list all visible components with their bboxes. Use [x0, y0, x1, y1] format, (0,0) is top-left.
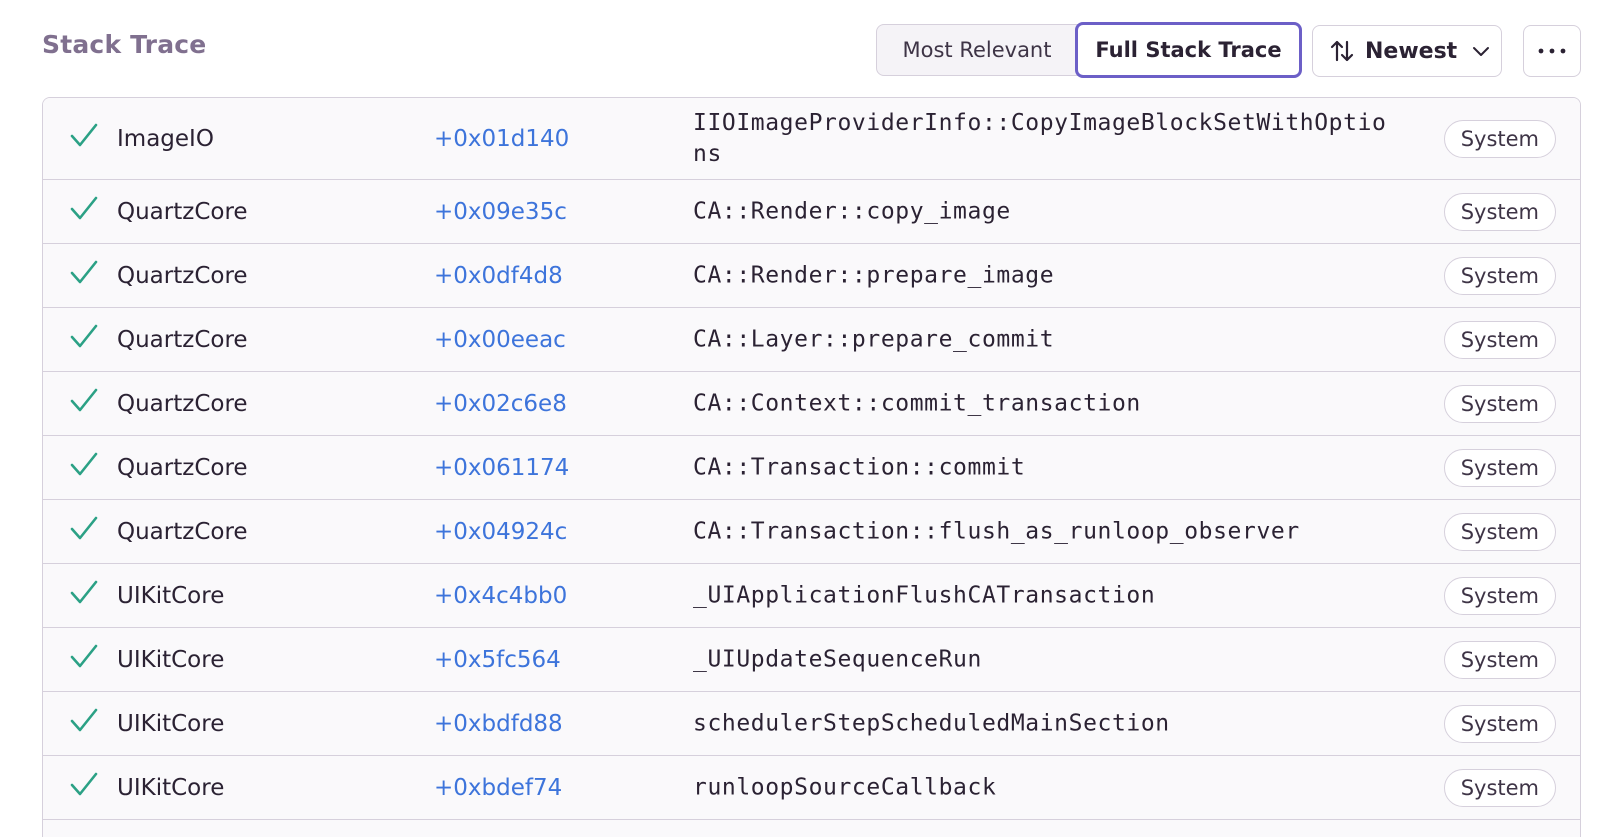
stack-frame-row[interactable]: QuartzCore +0x04924c CA::Transaction::fl… [43, 500, 1580, 564]
frame-address: +0x04924c [434, 518, 568, 545]
system-badge: System [1443, 768, 1556, 807]
stack-frame-row[interactable]: QuartzCore +0x02c6e8 CA::Context::commit… [43, 372, 1580, 436]
chevron-down-icon [1473, 47, 1490, 56]
frame-package: UIKitCore [117, 646, 225, 673]
frame-address: +0x09e35c [434, 198, 567, 225]
frame-package: QuartzCore [117, 198, 248, 225]
system-badge: System [1443, 576, 1556, 615]
system-badge: System [1443, 384, 1556, 423]
frame-function: _UIApplicationFlushCATransaction [693, 582, 1156, 608]
system-badge: System [1443, 192, 1556, 231]
check-icon [70, 324, 98, 347]
frame-package: UIKitCore [117, 582, 225, 609]
frame-package: QuartzCore [117, 454, 248, 481]
stack-frame-row[interactable]: UIKitCore +0xbdfd88 schedulerStepSchedul… [43, 692, 1580, 756]
frame-address: +0xbdef74 [434, 774, 563, 801]
section-title: Stack Trace [42, 30, 207, 59]
frame-package: QuartzCore [117, 326, 248, 353]
check-icon [70, 708, 98, 731]
check-icon [70, 644, 98, 667]
frame-package: UIKitCore [117, 710, 225, 737]
frame-address: +0x061174 [434, 454, 570, 481]
frame-function: runloopSourceCallback [693, 774, 997, 800]
check-icon [70, 516, 98, 539]
stack-frame-list: ImageIO +0x01d140 IIOImageProviderInfo::… [42, 97, 1581, 837]
frame-address: +0x02c6e8 [434, 390, 567, 417]
stack-frame-row[interactable]: QuartzCore +0x0df4d8 CA::Render::prepare… [43, 244, 1580, 308]
frame-package: UIKitCore [117, 774, 225, 801]
check-icon [70, 580, 98, 603]
system-badge: System [1443, 704, 1556, 743]
frame-package: QuartzCore [117, 390, 248, 417]
system-badge: System [1443, 448, 1556, 487]
frame-function: CA::Context::commit_transaction [693, 390, 1141, 416]
frame-function: CA::Render::prepare_image [693, 262, 1055, 288]
more-options-button[interactable] [1523, 25, 1581, 77]
frame-address: +0x00eeac [434, 326, 566, 353]
frame-address: +0x5fc564 [434, 646, 561, 673]
stack-trace-header: Stack Trace Most Relevant Full Stack Tra… [0, 0, 1614, 98]
stack-frame-row[interactable]: UIKitCore +0x4c4bb0 _UIApplicationFlushC… [43, 564, 1580, 628]
frame-address: +0xbdfd88 [434, 710, 563, 737]
system-badge: System [1443, 256, 1556, 295]
frame-function: schedulerStepScheduledMainSection [693, 710, 1170, 736]
system-badge: System [1443, 640, 1556, 679]
stack-frame-row[interactable]: ImageIO +0x01d140 IIOImageProviderInfo::… [43, 98, 1580, 180]
stack-frame-row[interactable]: QuartzCore +0x061174 CA::Transaction::co… [43, 436, 1580, 500]
check-icon [70, 123, 98, 146]
frame-package: QuartzCore [117, 262, 248, 289]
check-icon [70, 260, 98, 283]
stack-frame-row[interactable]: QuartzCore +0x09e35c CA::Render::copy_im… [43, 180, 1580, 244]
display-toggle: Most Relevant Full Stack Trace [876, 22, 1302, 78]
frame-address: +0x4c4bb0 [434, 582, 568, 609]
sort-dropdown-button[interactable]: Newest [1312, 25, 1502, 77]
full-stack-trace-button[interactable]: Full Stack Trace [1075, 22, 1302, 78]
check-icon [70, 196, 98, 219]
frame-package: QuartzCore [117, 518, 248, 545]
sort-arrows-icon [1330, 40, 1354, 62]
frame-address: +0x01d140 [434, 125, 570, 152]
frame-function: CA::Transaction::commit [693, 454, 1026, 480]
check-icon [70, 388, 98, 411]
frame-address: +0x0df4d8 [434, 262, 563, 289]
frame-function: CA::Render::copy_image [693, 198, 1011, 224]
stack-frame-row[interactable]: QuartzCore +0x00eeac CA::Layer::prepare_… [43, 308, 1580, 372]
system-badge: System [1443, 512, 1556, 551]
check-icon [70, 772, 98, 795]
ellipsis-icon [1538, 48, 1566, 54]
stack-frame-row[interactable]: UIKitCore +0xbdef74 runloopSourceCallbac… [43, 756, 1580, 820]
most-relevant-button[interactable]: Most Relevant [902, 38, 1052, 62]
system-badge: System [1443, 320, 1556, 359]
sort-label: Newest [1365, 38, 1458, 64]
system-badge: System [1443, 119, 1556, 158]
frame-function: IIOImageProviderInfo::CopyImageBlockSetW… [693, 109, 1387, 167]
frame-function: _UIUpdateSequenceRun [693, 646, 982, 672]
stack-frame-row[interactable]: UIKitCore +0x5fc564 _UIUpdateSequenceRun… [43, 628, 1580, 692]
frame-function: CA::Layer::prepare_commit [693, 326, 1055, 352]
check-icon [70, 452, 98, 475]
frame-package: ImageIO [117, 125, 214, 152]
frame-function: CA::Transaction::flush_as_runloop_observ… [693, 518, 1300, 544]
